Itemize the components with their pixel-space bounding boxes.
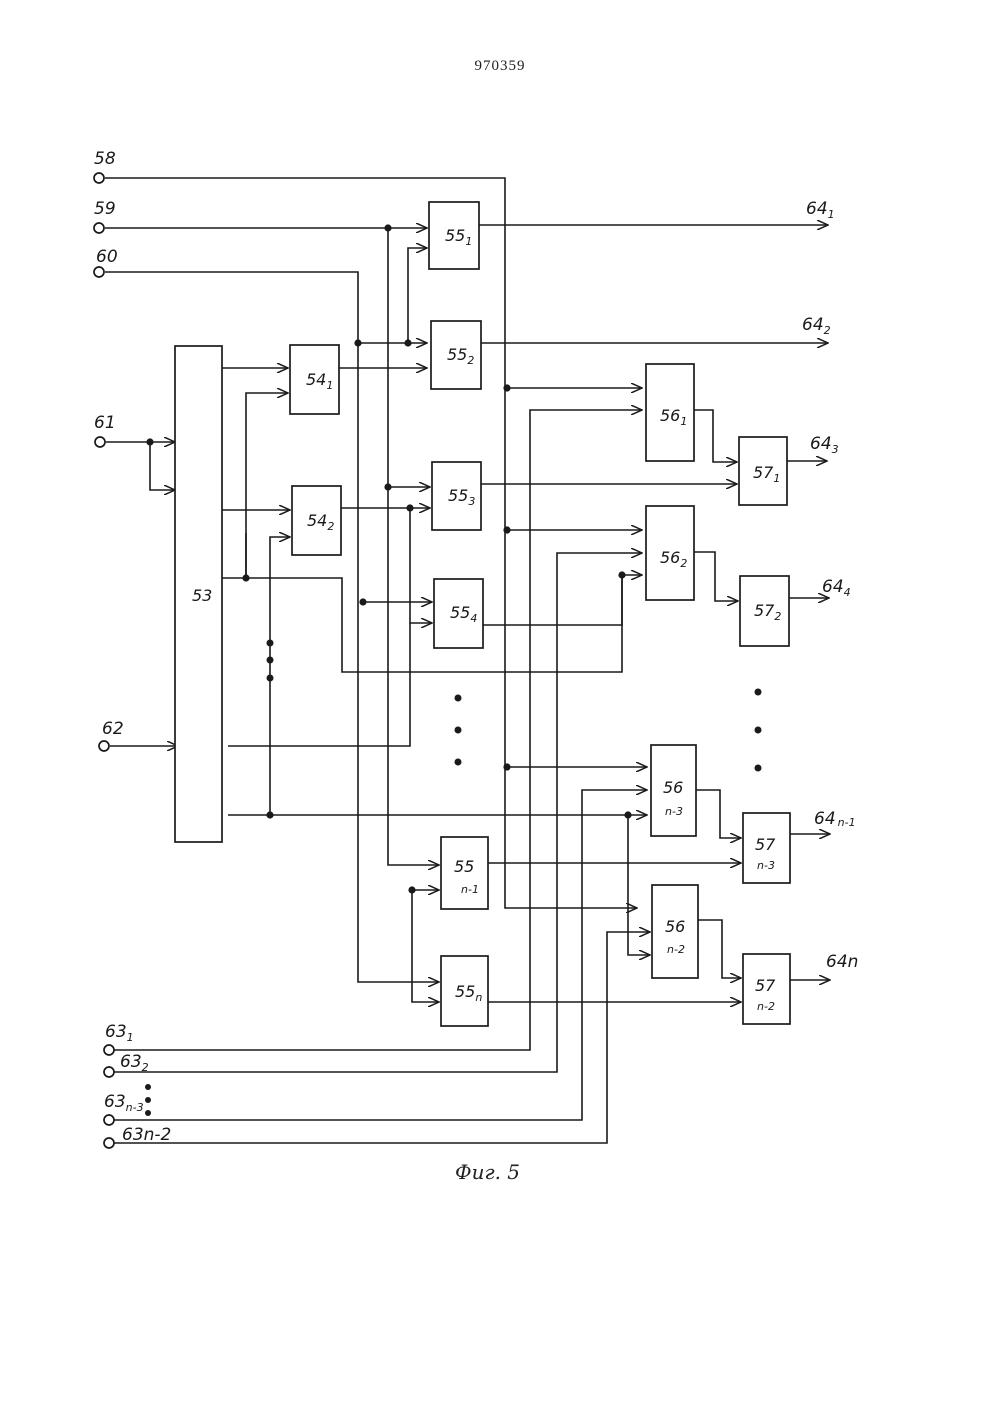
junction-dot [242, 574, 249, 581]
block-57-2: 572 [740, 576, 789, 646]
junction-dot [624, 811, 631, 818]
junction-dot [384, 483, 391, 490]
svg-text:56: 56 [665, 917, 685, 936]
blocks: 53 541 542 551 552 553 [175, 202, 790, 1026]
junction-dot [618, 571, 625, 578]
block-53: 53 [175, 346, 222, 842]
label-64-4: 644 [822, 577, 851, 599]
junction-dot [359, 598, 366, 605]
block-57-n-3: 57 n-3 [743, 813, 790, 883]
block-54-2: 542 [292, 486, 341, 555]
svg-text:57: 57 [755, 835, 776, 854]
label-64-n-1: 64n-1 [814, 809, 856, 829]
junction-dot [503, 384, 510, 391]
svg-text:55: 55 [454, 857, 474, 876]
terminal-63-n2-circle [104, 1138, 114, 1148]
block-55-3: 553 [432, 462, 481, 530]
terminal-59-circle [94, 223, 104, 233]
label-64-2: 642 [802, 315, 831, 337]
label-61: 61 [94, 413, 116, 433]
svg-text:n-2: n-2 [757, 1000, 775, 1013]
label-63-n2: 63n-2 [122, 1125, 171, 1145]
label-59: 59 [94, 199, 116, 219]
block-55-4: 554 [434, 579, 483, 648]
block-56-1: 561 [646, 364, 694, 461]
svg-text:53: 53 [192, 586, 212, 605]
block-56-n-2: 56 n-2 [652, 885, 698, 978]
label-63-1: 631 [105, 1022, 134, 1044]
junction-dot [503, 763, 510, 770]
junction-dot [266, 811, 273, 818]
terminal-61-circle [95, 437, 105, 447]
terminal-58-circle [94, 173, 104, 183]
block-56-n-3: 56 n-3 [651, 745, 696, 836]
label-60: 60 [96, 247, 118, 267]
svg-text:56: 56 [663, 778, 683, 797]
block-55-1: 551 [429, 202, 479, 269]
label-64-1: 641 [806, 199, 835, 221]
junction-dot [406, 504, 413, 511]
label-63-2: 632 [120, 1052, 149, 1074]
label-64-n: 64n [826, 952, 858, 972]
block-55-n: 55n [441, 956, 488, 1026]
label-63-n3: 63n-3 [104, 1092, 144, 1114]
block-57-1: 571 [739, 437, 787, 505]
label-64-3: 643 [810, 434, 839, 456]
terminal-63-2-circle [104, 1067, 114, 1077]
figure-caption: Фиг. 5 [455, 1160, 520, 1184]
label-58: 58 [94, 149, 116, 169]
terminal-62-circle [99, 741, 109, 751]
junction-dot [503, 526, 510, 533]
junction-dot [146, 438, 153, 445]
block-56-2: 562 [646, 506, 694, 600]
terminal-63-1-circle [104, 1045, 114, 1055]
svg-text:n-1: n-1 [461, 883, 479, 896]
svg-text:n-3: n-3 [757, 859, 775, 872]
terminal-60-circle [94, 267, 104, 277]
svg-text:n-2: n-2 [667, 943, 685, 956]
block-54-1: 541 [290, 345, 339, 414]
junction-dot [404, 339, 411, 346]
svg-text:n-3: n-3 [665, 805, 683, 818]
block-57-n-2: 57 n-2 [743, 954, 790, 1024]
junction-dot [354, 339, 361, 346]
svg-text:57: 57 [755, 976, 776, 995]
block-55-n-1: 55 n-1 [441, 837, 488, 909]
terminal-circles [94, 173, 114, 1148]
block-55-2: 552 [431, 321, 481, 389]
terminal-63-n3-circle [104, 1115, 114, 1125]
junction-dot [384, 224, 391, 231]
label-62: 62 [102, 719, 124, 739]
